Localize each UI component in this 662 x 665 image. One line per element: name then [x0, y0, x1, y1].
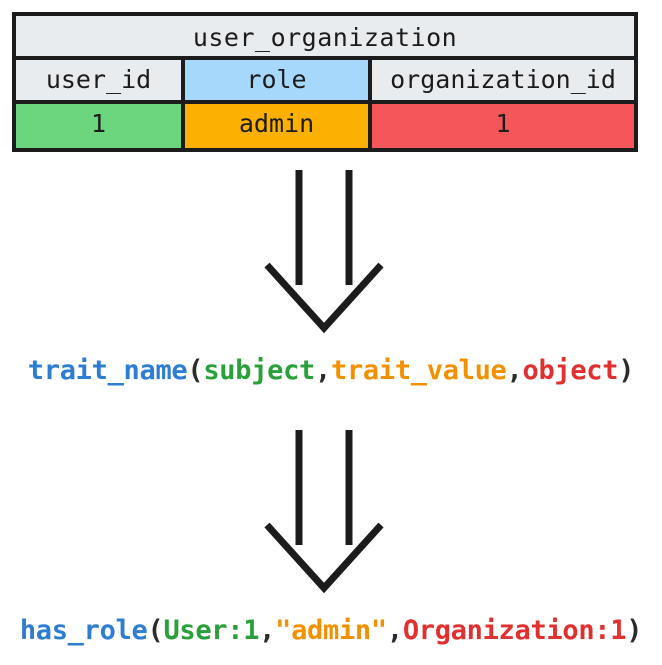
template-formula: trait_name(subject,trait_value,object): [0, 355, 662, 386]
column-header-organization-id: organization_id: [372, 60, 634, 100]
instance-comma-1: ,: [259, 615, 276, 646]
cell-user-id: 1: [16, 104, 185, 148]
user-organization-table: user_organization user_id role organizat…: [12, 12, 638, 152]
template-predicate: trait_name: [27, 355, 188, 386]
table-title: user_organization: [16, 16, 634, 60]
template-open-paren: (: [187, 355, 204, 386]
column-header-role: role: [185, 60, 372, 100]
template-object: object: [522, 355, 619, 386]
instance-open-paren: (: [147, 615, 164, 646]
arrow-table-to-template: [252, 165, 402, 335]
instance-trait-value: "admin": [275, 615, 387, 646]
template-close-paren: ): [618, 355, 635, 386]
column-header-user-id: user_id: [16, 60, 185, 100]
instance-subject: User:1: [163, 615, 260, 646]
template-subject: subject: [203, 355, 316, 386]
template-comma-2: ,: [506, 355, 523, 386]
cell-organization-id: 1: [372, 104, 634, 148]
template-comma-1: ,: [315, 355, 331, 386]
template-trait-value: trait_value: [331, 355, 507, 386]
instance-predicate: has_role: [19, 615, 148, 646]
instance-comma-2: ,: [386, 615, 403, 646]
cell-role: admin: [185, 104, 372, 148]
table-header-row: user_id role organization_id: [16, 60, 634, 104]
instance-formula: has_role(User:1,"admin",Organization:1): [0, 615, 662, 646]
instance-object: Organization:1: [402, 615, 627, 646]
instance-close-paren: ): [626, 615, 643, 646]
arrow-template-to-instance: [252, 425, 402, 595]
table-row: 1 admin 1: [16, 104, 634, 148]
